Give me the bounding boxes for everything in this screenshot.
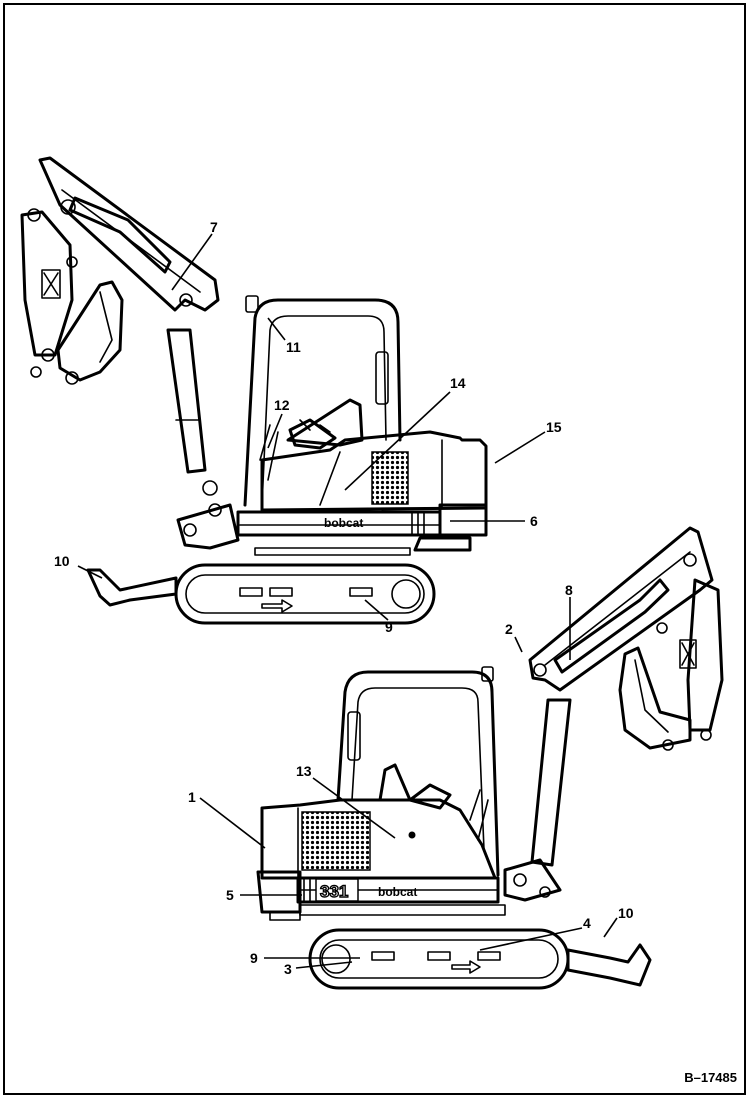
callout-5: 5	[226, 887, 234, 903]
brand-text-bottom: bobcat	[378, 885, 417, 899]
callout-10-top: 10	[54, 553, 70, 569]
callout-9-bottom: 9	[250, 950, 258, 966]
canopy-bottom	[336, 670, 500, 877]
callout-4: 4	[583, 915, 591, 931]
callout-8: 8	[565, 582, 573, 598]
callout-15: 15	[546, 419, 562, 435]
dozer-blade-top	[86, 568, 178, 607]
engine-grille-bottom	[301, 811, 371, 871]
brand-text-top: bobcat	[324, 516, 363, 530]
callout-3: 3	[284, 961, 292, 977]
callout-13: 13	[296, 763, 312, 779]
callout-leaders	[77, 233, 618, 969]
track-top	[174, 563, 436, 625]
callout-12: 12	[274, 397, 290, 413]
callout-numbers: 7 11 12 14 15 6 10 9 8 2 13 1 5 4 10 9 3	[54, 219, 634, 977]
callout-6: 6	[530, 513, 538, 529]
callout-9-top: 9	[385, 619, 393, 635]
upper-house-top	[260, 430, 488, 512]
engine-grille-top	[371, 451, 409, 505]
bucket-bottom	[618, 646, 692, 750]
excavator-left-view: bobcat	[20, 156, 488, 625]
upper-house-bottom	[260, 798, 497, 880]
arm-top	[20, 210, 74, 357]
boom-bottom	[528, 526, 714, 692]
callout-2: 2	[505, 621, 513, 637]
boom-top	[38, 156, 220, 312]
figure-border	[3, 3, 746, 1095]
figure-reference: B–17485	[684, 1070, 737, 1085]
model-number-text: 331	[320, 882, 348, 901]
bucket-top	[56, 280, 124, 382]
excavator-right-view: 331 bobcat	[256, 526, 724, 990]
callout-11: 11	[286, 339, 301, 355]
callout-1: 1	[188, 789, 196, 805]
dozer-blade-bottom	[566, 943, 652, 987]
callout-10-bottom: 10	[618, 905, 634, 921]
arm-bottom	[686, 578, 724, 732]
callout-7: 7	[210, 219, 218, 235]
callout-14: 14	[450, 375, 466, 391]
